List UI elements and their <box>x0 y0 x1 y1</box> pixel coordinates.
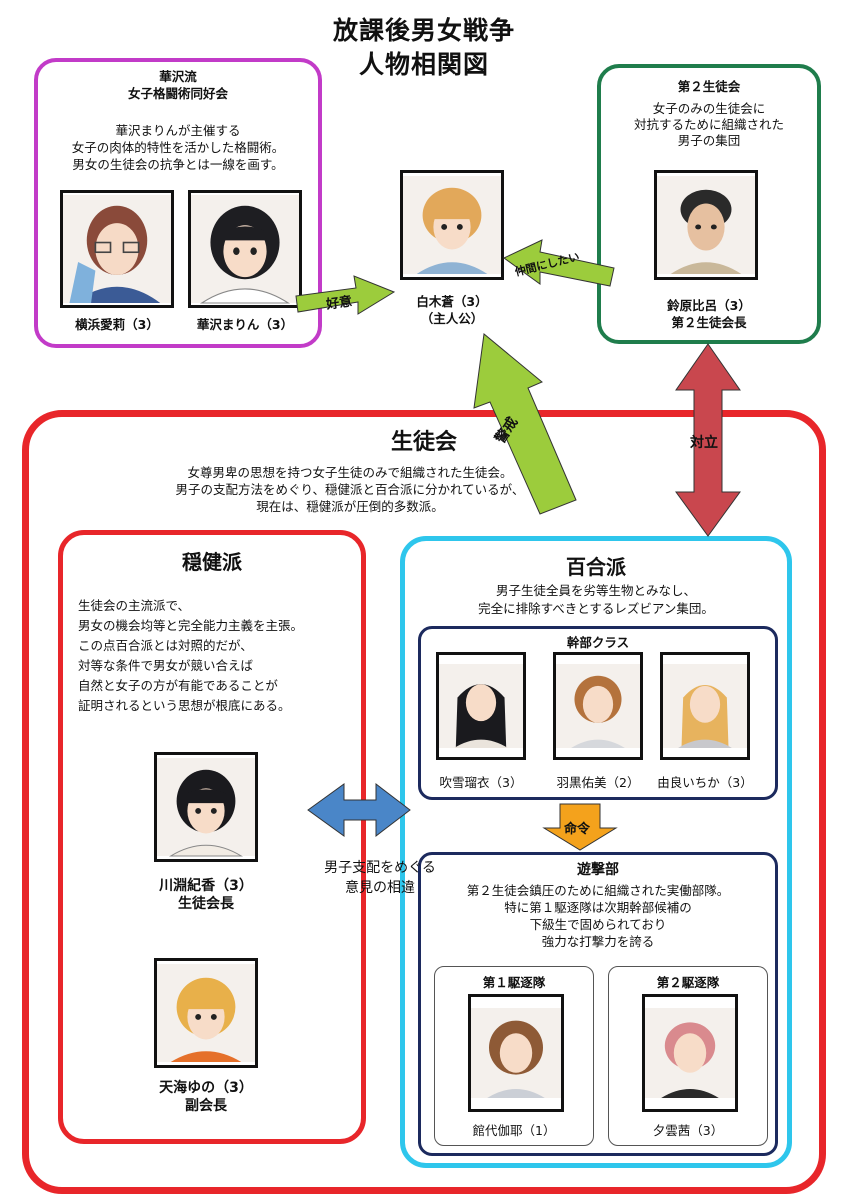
name-yokohama: 横浜愛莉（3） <box>75 317 159 332</box>
character-avatar-icon <box>439 664 523 748</box>
moderate-desc-line: この点百合派とは対照的だが、 <box>78 638 253 653</box>
strike-unit-box <box>418 852 778 1156</box>
character-avatar-icon <box>556 664 640 748</box>
role-shiraki: （主人公） <box>420 311 484 326</box>
hanazawa-desc-2: 女子の肉体的特性を活かした格闘術。 <box>71 140 285 155</box>
name-yura: 由良いちか（3） <box>657 775 753 790</box>
name-suzuhara: 鈴原比呂（3） <box>667 298 751 313</box>
council-desc-1: 女尊男卑の思想を持つ女子生徒のみで組織された生徒会。 <box>187 465 513 480</box>
role-suzuhara: 第２生徒会長 <box>671 315 747 330</box>
portrait-yura <box>660 652 750 760</box>
role-amami: 副会長 <box>185 1098 227 1114</box>
role-kawabuchi: 生徒会長 <box>178 896 234 912</box>
portrait-suzuhara <box>654 170 758 280</box>
portrait-haguro <box>553 652 643 760</box>
portrait-yokohama <box>60 190 174 308</box>
hanazawa-desc-1: 華沢まりんが主催する <box>115 123 241 138</box>
portrait-tateshiro <box>468 994 564 1112</box>
portrait-hanazawa <box>188 190 302 308</box>
moderate-desc-line: 生徒会の主流派で、 <box>78 598 191 613</box>
hanazawa-heading-2: 女子格闘術同好会 <box>127 86 228 101</box>
name-shiraki: 白木蒼（3） <box>416 294 488 309</box>
name-kawabuchi: 川淵紀香（3） <box>159 878 253 894</box>
hanazawa-desc-3: 男女の生徒会の抗争とは一線を画す。 <box>72 157 284 172</box>
hanazawa-heading-1: 華沢流 <box>159 69 197 84</box>
moderate-faction-box <box>58 530 366 1144</box>
executive-class-box <box>418 626 778 800</box>
character-avatar-icon <box>657 176 755 274</box>
moderate-heading: 穏健派 <box>182 550 242 574</box>
disagree-label-1: 男子支配をめぐる <box>324 860 436 876</box>
favor-label: 好意 <box>325 294 354 313</box>
executive-heading: 幹部クラス <box>566 635 630 650</box>
squad1-heading: 第１駆逐隊 <box>482 975 546 990</box>
oppose-label: 対立 <box>690 435 718 451</box>
squad1-box <box>434 966 594 1146</box>
disagree-arrow-icon <box>307 782 411 838</box>
character-avatar-icon <box>63 195 171 303</box>
hanazawa-group-box <box>34 58 322 348</box>
name-amami: 天海ゆの（3） <box>159 1080 253 1096</box>
name-fubuki: 吹雪瑠衣（3） <box>439 775 523 790</box>
order-arrow-icon <box>542 803 618 851</box>
strike-desc-3: 下級生で固められており <box>529 917 667 932</box>
second-council-desc-2: 対抗するために組織された <box>633 117 784 132</box>
order-label: 命令 <box>564 822 591 837</box>
moderate-desc-line: 対等な条件で男女が競い合えば <box>78 658 254 673</box>
portrait-yugumo <box>642 994 738 1112</box>
second-council-desc-3: 男子の集団 <box>677 133 741 148</box>
strike-desc-2: 特に第１駆逐隊は次期幹部候補の <box>504 900 692 915</box>
second-council-desc-1: 女子のみの生徒会に <box>652 101 766 116</box>
favor-arrow-icon <box>295 275 396 315</box>
moderate-desc: 生徒会の主流派で、 男女の機会均等と完全能力主義を主張。 この点百合派とは対照的… <box>78 596 360 716</box>
name-hanazawa: 華沢まりん（3） <box>196 317 294 332</box>
council-heading: 生徒会 <box>390 430 457 455</box>
strike-desc-1: 第２生徒会鎮圧のために組織された実働部隊。 <box>466 883 730 898</box>
oppose-arrow-icon <box>675 343 741 537</box>
diagram-title: 放課後男女戦争 <box>332 16 515 45</box>
character-avatar-icon <box>157 758 255 857</box>
friend-arrow-icon <box>503 239 615 287</box>
caution-arrow-icon <box>473 333 577 515</box>
squad2-heading: 第２駆逐隊 <box>656 975 720 990</box>
squad2-box <box>608 966 768 1146</box>
character-avatar-icon <box>663 664 747 748</box>
yuri-desc-1: 男子生徒全員を劣等生物とみなし、 <box>495 583 696 598</box>
second-council-heading: 第２生徒会 <box>677 79 741 94</box>
portrait-fubuki <box>436 652 526 760</box>
character-avatar-icon <box>157 964 255 1062</box>
council-desc-3: 現在は、穏健派が圧倒的多数派。 <box>256 499 444 514</box>
yuri-heading: 百合派 <box>566 555 626 579</box>
yuri-faction-box <box>400 536 792 1168</box>
name-tateshiro: 館代伽耶（1） <box>472 1123 556 1138</box>
character-avatar-icon <box>645 1008 735 1098</box>
portrait-amami <box>154 958 258 1068</box>
portrait-shiraki <box>400 170 504 280</box>
character-avatar-icon <box>191 195 299 304</box>
second-council-box <box>597 64 821 344</box>
character-avatar-icon <box>471 1008 561 1098</box>
moderate-desc-line: 証明されるという思想が根底にある。 <box>78 698 291 713</box>
yuri-desc-2: 完全に排除すべきとするレズビアン集団。 <box>478 601 714 616</box>
council-desc-2: 男子の支配方法をめぐり、穏健派と百合派に分かれているが、 <box>175 482 525 497</box>
strike-heading: 遊撃部 <box>577 862 619 878</box>
strike-desc-4: 強力な打撃力を誇る <box>541 934 655 949</box>
name-yugumo: 夕雲茜（3） <box>652 1123 724 1138</box>
name-haguro: 羽黒佑美（2） <box>556 775 640 790</box>
character-avatar-icon <box>403 176 501 274</box>
moderate-desc-line: 男女の機会均等と完全能力主義を主張。 <box>78 618 304 633</box>
moderate-desc-line: 自然と女子の方が有能であることが <box>78 678 278 693</box>
diagram-subtitle: 人物相関図 <box>358 50 489 79</box>
student-council-box <box>22 410 826 1194</box>
disagree-label-2: 意見の相違 <box>345 880 415 896</box>
portrait-kawabuchi <box>154 752 258 862</box>
